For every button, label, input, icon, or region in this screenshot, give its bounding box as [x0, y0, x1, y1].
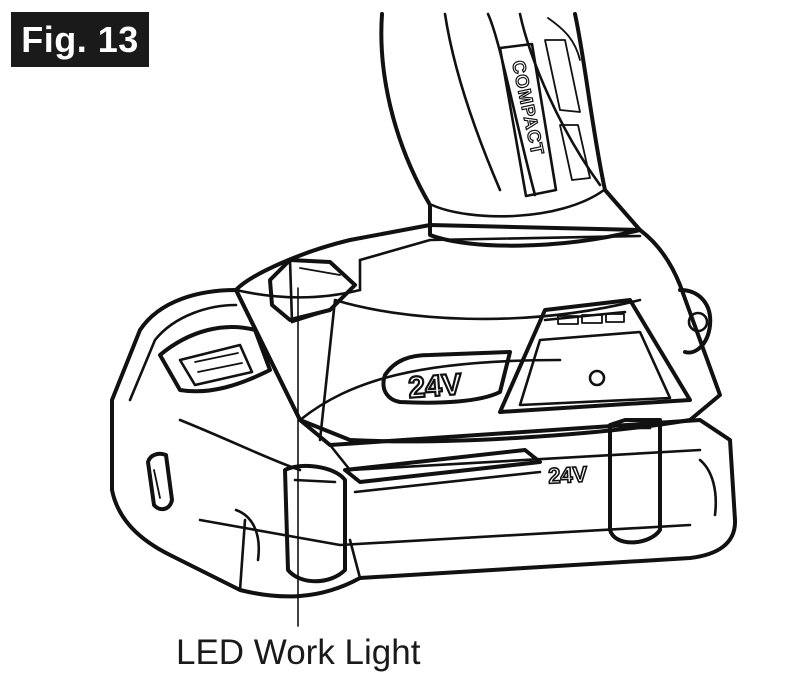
handle-grip — [379, 12, 642, 248]
tool-voltage-badge: 24V — [381, 350, 512, 406]
vent-panel — [498, 298, 692, 414]
led-work-light — [268, 258, 357, 324]
battery-pack — [110, 288, 738, 599]
tool-body — [234, 223, 722, 444]
tool-voltage-text: 24V — [407, 368, 463, 405]
callout-led-work-light: LED Work Light — [176, 633, 421, 672]
figure-label: Fig. 13 — [11, 12, 149, 67]
compact-handle-label: COMPACT — [498, 42, 558, 198]
battery-voltage-text: 24V — [548, 462, 589, 489]
